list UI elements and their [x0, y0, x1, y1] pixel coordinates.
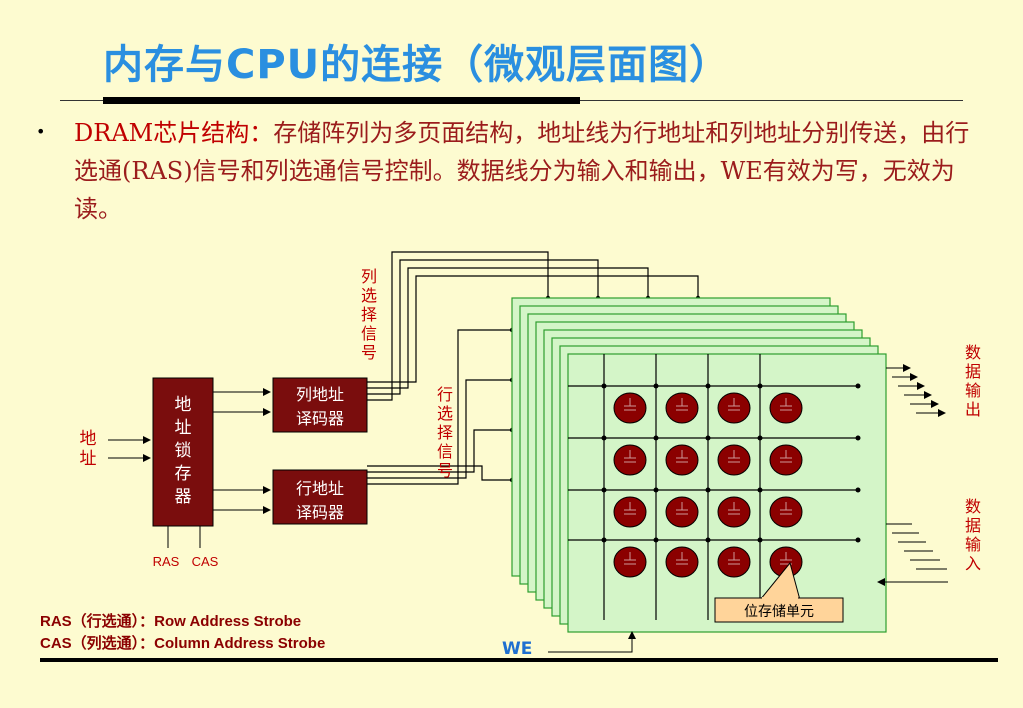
- grid-dot: [705, 383, 711, 389]
- row-decoder-label-1: 行地址: [296, 479, 344, 498]
- cas-legend: CAS（列选通）：Column Address Strobe: [40, 635, 326, 652]
- bit-cell: [665, 496, 699, 528]
- address-input-label: 地址: [80, 429, 97, 469]
- cas-label: CAS: [192, 554, 219, 569]
- row-decoder-label-2: 译码器: [296, 503, 344, 522]
- grid-dot: [601, 435, 607, 441]
- data-output-arrows: [886, 364, 946, 417]
- bit-cell: [613, 392, 647, 424]
- bottom-divider: [40, 658, 998, 662]
- bit-cell-label: 位存储单元: [744, 604, 814, 620]
- bit-cell: [717, 496, 751, 528]
- column-select-line: [367, 251, 549, 401]
- grid-dot: [653, 537, 659, 543]
- data-input-label: 数据输入: [965, 497, 981, 573]
- bit-cell: [665, 546, 699, 578]
- grid-dot: [757, 537, 763, 543]
- column-select-line: [367, 275, 699, 383]
- data-output-label: 数据输出: [965, 343, 981, 419]
- grid-dot: [653, 487, 659, 493]
- bit-cell: [769, 392, 803, 424]
- title-underline: [103, 97, 580, 104]
- column-decoder-box: [272, 377, 368, 433]
- paragraph-body: 存储阵列为多页面结构，地址线为行地址和列地址分别传送，由行选通(RAS)信号和列…: [74, 119, 970, 223]
- grid-dot: [757, 487, 763, 493]
- grid-dot: [601, 487, 607, 493]
- svg-text:地址: 地址: [80, 429, 97, 469]
- ras-label: RAS: [153, 554, 180, 569]
- description-paragraph: DRAM芯片结构：存储阵列为多页面结构，地址线为行地址和列地址分别传送，由行选通…: [74, 114, 984, 228]
- row-select-line: [367, 329, 512, 485]
- we-arrow: [548, 631, 636, 653]
- bit-cell: [769, 496, 803, 528]
- grid-dot: [757, 435, 763, 441]
- row-select-line: [367, 429, 512, 473]
- bit-cell: [665, 444, 699, 476]
- memory-planes: [511, 297, 887, 633]
- data-input-lines: [877, 523, 948, 586]
- line-end-dot: [855, 383, 861, 389]
- line-end-dot: [855, 435, 861, 441]
- grid-dot: [705, 487, 711, 493]
- line-end-dot: [855, 487, 861, 493]
- column-decoder-label-1: 列地址: [296, 385, 344, 404]
- column-decoder-label-2: 译码器: [296, 409, 344, 428]
- grid-dot: [653, 435, 659, 441]
- bit-cell: [613, 496, 647, 528]
- ras-legend: RAS（行选通）：Row Address Strobe: [40, 613, 302, 630]
- column-select-signal-label: 列选择信号: [361, 267, 377, 362]
- column-select-line: [367, 259, 599, 395]
- grid-dot: [653, 383, 659, 389]
- bit-cell: [613, 444, 647, 476]
- grid-dot: [601, 383, 607, 389]
- bit-cell: [717, 444, 751, 476]
- bit-cell: [717, 546, 751, 578]
- front-plane-grid: [568, 354, 861, 620]
- grid-dot: [705, 537, 711, 543]
- row-select-line: [367, 379, 512, 479]
- bit-cell: [717, 392, 751, 424]
- page-title: 内存与CPU的连接（微观层面图）: [103, 42, 731, 88]
- row-decoder-box: [272, 469, 368, 525]
- bullet-marker: •: [36, 122, 46, 141]
- bit-cell: [769, 444, 803, 476]
- address-latch-box: [152, 377, 214, 527]
- grid-dot: [601, 537, 607, 543]
- row-select-signal-label: 行选择信号: [437, 385, 453, 480]
- grid-dot: [757, 383, 763, 389]
- we-label: WE: [502, 639, 532, 659]
- grid-dot: [705, 435, 711, 441]
- bit-cell: [665, 392, 699, 424]
- row-select-line: [367, 465, 512, 481]
- address-latch-label: 地址锁存器: [175, 395, 192, 507]
- line-end-dot: [855, 537, 861, 543]
- paragraph-lead: DRAM芯片结构：: [74, 119, 274, 147]
- bit-cell: [613, 546, 647, 578]
- column-select-line: [367, 267, 649, 389]
